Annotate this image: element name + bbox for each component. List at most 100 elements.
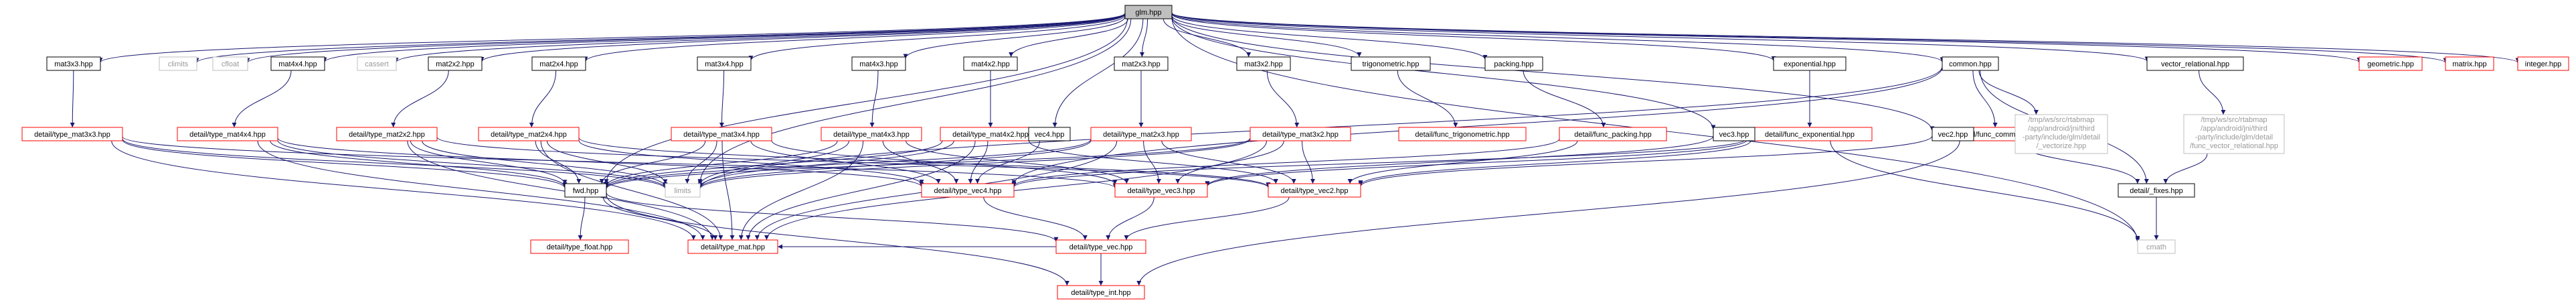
node-box [531, 56, 586, 71]
node-label: exponential.hpp [1784, 60, 1836, 68]
node-type-mat2x2[interactable]: detail/type_mat2x2.hpp [336, 127, 438, 141]
node-mat3x3[interactable]: mat3x3.hpp [46, 56, 101, 71]
node-label: matrix.hpp [2452, 60, 2486, 68]
node-label: detail/type_mat.hpp [701, 243, 765, 251]
node-matrix[interactable]: matrix.hpp [2445, 56, 2494, 71]
node-cassert: cassert [357, 56, 397, 71]
edge-glm-to-vec2 [1171, 15, 1935, 131]
node-type-mat4x4[interactable]: detail/type_mat4x4.hpp [177, 127, 278, 141]
node-box [21, 127, 123, 141]
node-vec2[interactable]: vec2.hpp [1931, 127, 1974, 141]
node-fixes[interactable]: detail/_fixes.hpp [2118, 183, 2195, 198]
node-mat2x4[interactable]: mat2x4.hpp [531, 56, 586, 71]
edge-glm-to-vec4 [1052, 18, 1144, 128]
node-mat4x3[interactable]: mat4x3.hpp [851, 56, 906, 71]
node-common[interactable]: common.hpp [1942, 56, 1999, 71]
node-geometric[interactable]: geometric.hpp [2358, 56, 2423, 71]
node-mat3x4[interactable]: mat3x4.hpp [697, 56, 752, 71]
node-box [1351, 56, 1431, 71]
node-box [1057, 285, 1145, 300]
edge-type_mat4x3-to-type_vec3 [906, 140, 1129, 184]
node-label: detail/type_vec2.hpp [1281, 187, 1349, 195]
node-label: detail/func_exponential.hpp [1765, 131, 1855, 139]
edge-glm-to-mat2x3 [1139, 18, 1148, 58]
node-mat4x2[interactable]: mat4x2.hpp [963, 56, 1018, 71]
edge-glm-to-exponential [1171, 13, 1776, 62]
node-func-exp[interactable]: detail/func_exponential.hpp [1747, 127, 1873, 141]
node-type-mat2x3[interactable]: detail/type_mat2x3.hpp [1090, 127, 1192, 141]
node-type-mat3x2[interactable]: detail/type_mat3x2.hpp [1250, 127, 1351, 141]
node-type-mat3x3[interactable]: detail/type_mat3x3.hpp [21, 127, 123, 141]
node-func-trig[interactable]: detail/func_trigonometric.hpp [1398, 127, 1527, 141]
edge-mat3x2-to-type_mat3x2 [1266, 70, 1300, 128]
node-mat2x3[interactable]: mat2x3.hpp [1114, 56, 1169, 71]
node-packing[interactable]: packing.hpp [1484, 56, 1543, 71]
node-box [1028, 127, 1071, 141]
node-box [564, 183, 607, 198]
node-type-float[interactable]: detail/type_float.hpp [530, 239, 629, 254]
node-integer[interactable]: integer.hpp [2517, 56, 2569, 71]
node-mat3x2[interactable]: mat3x2.hpp [1236, 56, 1291, 71]
edge-fwd-to-type_mat [602, 196, 718, 241]
edge-type_mat3x2-to-fwd [604, 137, 1251, 189]
node-label: glm.hpp [1135, 9, 1161, 17]
node-label: detail/func_packing.hpp [1574, 131, 1652, 139]
node-label: geometric.hpp [2367, 60, 2414, 68]
node-type-vec3[interactable]: detail/type_vec3.hpp [1114, 183, 1208, 198]
node-label-line: /tmp/ws/src/rtabmap [2201, 116, 2267, 124]
node-vec4[interactable]: vec4.hpp [1028, 127, 1071, 141]
node-box [428, 56, 483, 71]
node-vec3[interactable]: vec3.hpp [1713, 127, 1755, 141]
edge-type_mat4x2-to-fwd [604, 140, 943, 188]
node-box [1484, 56, 1543, 71]
edge-func_exp-to-type_vec4 [1011, 137, 1748, 188]
node-box [1055, 239, 1146, 254]
edge-type_mat4x3-to-fwd [604, 140, 838, 187]
node-mat4x4[interactable]: mat4x4.hpp [270, 56, 325, 71]
node-type-vec4[interactable]: detail/type_vec4.hpp [921, 183, 1015, 198]
node-type-mat4x3[interactable]: detail/type_mat4x3.hpp [821, 127, 922, 141]
node-label-line: /app/android/jni/third [2201, 125, 2267, 133]
node-fwd[interactable]: fwd.hpp [564, 183, 607, 198]
node-type-mat2x4[interactable]: detail/type_mat2x4.hpp [478, 127, 580, 141]
edge-glm-to-mat4x3 [903, 16, 1126, 59]
node-type-mat3x4[interactable]: detail/type_mat3x4.hpp [671, 127, 772, 141]
node-label: vec2.hpp [1938, 131, 1968, 139]
node-label: detail/_fixes.hpp [2130, 187, 2183, 195]
node-vectorize: /tmp/ws/src/rtabmap/app/android/jni/thir… [2014, 114, 2108, 154]
node-label: cassert [365, 60, 388, 68]
node-type-mat[interactable]: detail/type_mat.hpp [687, 239, 778, 254]
node-exponential[interactable]: exponential.hpp [1773, 56, 1847, 71]
node-label: detail/type_mat2x3.hpp [1103, 131, 1179, 139]
node-type-int[interactable]: detail/type_int.hpp [1057, 285, 1145, 300]
edge-glm-to-mat4x2 [1009, 18, 1128, 58]
node-label: common.hpp [1949, 60, 1992, 68]
node-type-mat4x2[interactable]: detail/type_mat4x2.hpp [940, 127, 1041, 141]
node-label: mat4x4.hpp [278, 60, 317, 68]
node-func-packing[interactable]: detail/func_packing.hpp [1559, 127, 1667, 141]
node-label-line: /tmp/ws/src/rtabmap [2028, 116, 2094, 124]
node-trig[interactable]: trigonometric.hpp [1351, 56, 1431, 71]
node-box [851, 56, 906, 71]
node-box [212, 56, 248, 71]
node-box [671, 127, 772, 141]
node-box [270, 56, 325, 71]
node-label: integer.hpp [2525, 60, 2561, 68]
edge-type_mat4x4-to-limits [277, 140, 668, 188]
edge-vec2-to-type_vec2 [1358, 135, 1933, 187]
node-climits: climits [159, 56, 197, 71]
node-box [1114, 56, 1169, 71]
node-type-vec[interactable]: detail/type_vec.hpp [1055, 239, 1146, 254]
node-box [177, 127, 278, 141]
node-glm[interactable]: glm.hpp [1124, 5, 1173, 19]
node-mat2x2[interactable]: mat2x2.hpp [428, 56, 483, 71]
edge-func_packing-to-type_vec2 [1347, 140, 1578, 184]
node-label: fwd.hpp [573, 187, 599, 195]
edge-type_mat2x4-to-type_mat [540, 140, 723, 241]
node-label: vec3.hpp [1719, 131, 1749, 139]
node-box [357, 56, 397, 71]
node-vecrel[interactable]: vector_relational.hpp [2146, 56, 2244, 71]
edge-type_mat2x3-to-type_vec3 [1143, 140, 1161, 184]
node-type-vec2[interactable]: detail/type_vec2.hpp [1268, 183, 1361, 198]
